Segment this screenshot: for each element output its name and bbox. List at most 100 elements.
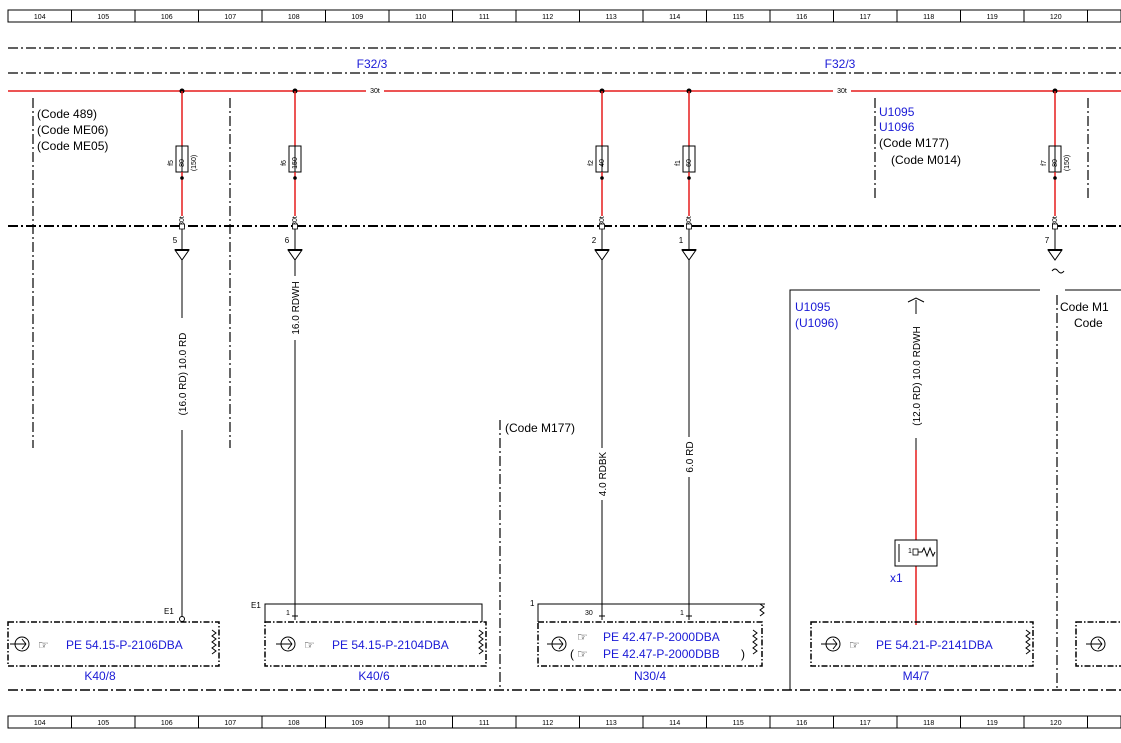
ruler-cell-label: 115 xyxy=(733,14,744,21)
connector-label: E1 xyxy=(164,607,174,616)
fuse-rating: 60 xyxy=(686,159,693,167)
ruler-cell-label: 106 xyxy=(161,14,173,21)
ruler-cell-label: 118 xyxy=(923,720,934,727)
component-name: N30/4 xyxy=(634,669,666,683)
x1-label: x1 xyxy=(890,571,903,585)
ruler-cell-label: 106 xyxy=(161,720,173,727)
ruler-cell-label: 105 xyxy=(97,720,109,727)
component-ref: PE 42.47-P-2000DBA xyxy=(603,630,720,644)
ruler-cell-label: 120 xyxy=(1050,720,1062,727)
ruler-cell-label: 104 xyxy=(34,720,46,727)
pin-label: 1 xyxy=(286,610,290,617)
wire-label: 16.0 RDWH xyxy=(291,281,302,334)
fuse-rating: 80 xyxy=(179,159,186,167)
fuse-id: f6 xyxy=(281,160,288,166)
fuse-terminal: 30t xyxy=(292,216,299,226)
ruler-cell-label: 116 xyxy=(796,14,807,21)
fuse-id: f7 xyxy=(1041,160,1048,166)
region-frame xyxy=(789,289,1121,690)
pin-label: 30 xyxy=(585,610,593,617)
component-name: K40/8 xyxy=(84,669,116,683)
fuse-id: f1 xyxy=(675,160,682,166)
connector-label: E1 xyxy=(251,601,261,610)
fuse-pin: 2 xyxy=(592,236,597,245)
ruler-cell-label: 110 xyxy=(415,720,426,727)
fuse-pin: 1 xyxy=(679,236,684,245)
wire-label: 6.0 RD xyxy=(685,441,696,472)
fuse-pin: 7 xyxy=(1045,236,1050,245)
ruler-cell-label: 110 xyxy=(415,14,426,21)
wire-label: 4.0 RDBK xyxy=(598,451,609,496)
ruler-cell-label: 107 xyxy=(224,720,236,727)
ruler-cell-label: 118 xyxy=(923,14,934,21)
ruler-cell-label: 115 xyxy=(733,720,744,727)
component-ref: PE 54.15-P-2106DBA xyxy=(66,638,183,652)
fuse-f2: f2 40 30t 2 xyxy=(588,88,609,245)
ruler-cell-label: 107 xyxy=(224,14,236,21)
pin-label: 1 xyxy=(680,610,684,617)
ruler-cell-label: 120 xyxy=(1050,14,1062,21)
hand-pointer-icon: ☞ xyxy=(577,647,588,661)
ruler-cell-label: 109 xyxy=(351,14,363,21)
ruler-cell-label: 105 xyxy=(97,14,109,21)
code-m177-mid: (Code M177) xyxy=(505,421,575,435)
ruler-cell-label: 117 xyxy=(860,14,871,21)
region-u1095: U1095 xyxy=(795,300,831,314)
code-me05: (Code ME05) xyxy=(37,139,108,153)
ruler-cell-label: 119 xyxy=(987,720,998,727)
component-m4-7[interactable]: ☞ PE 54.21-P-2141DBA M4/7 xyxy=(810,621,1034,683)
connector-x1: 1 x1 xyxy=(890,539,938,585)
ruler-cell-label: 112 xyxy=(542,14,553,21)
component-ref-2: PE 42.47-P-2000DBB xyxy=(603,647,720,661)
ruler-cell-label: 108 xyxy=(288,720,300,727)
ruler-cell-label: 117 xyxy=(860,720,871,727)
connector-label: 1 xyxy=(530,599,535,608)
border-lines xyxy=(8,47,1121,691)
paren-close: ) xyxy=(741,647,745,661)
hand-pointer-icon: ☞ xyxy=(577,630,588,644)
hand-pointer-icon: ☞ xyxy=(849,638,860,652)
fuse-f6: f6 150 30t 6 xyxy=(281,88,302,245)
fuse-pin: 6 xyxy=(285,236,290,245)
ruler-cell-label: 113 xyxy=(606,14,617,21)
fuse-terminal: 30t xyxy=(179,216,186,226)
code-me06: (Code ME06) xyxy=(37,123,108,137)
ruler-cell-label: 116 xyxy=(796,720,807,727)
component-k40-6[interactable]: E1 1 ☞ PE 54.15-P-2104DBA K40/6 xyxy=(251,601,487,683)
fuse-f7: f7 80 (150) 30t 7 xyxy=(1041,88,1071,245)
code-m177: (Code M177) xyxy=(879,136,949,150)
hand-pointer-icon: ☞ xyxy=(38,638,49,652)
fuse-terminal: 30t xyxy=(686,216,693,226)
ruler-cell-label: 114 xyxy=(669,720,680,727)
wire-label: (16.0 RD) 10.0 RD xyxy=(178,333,189,416)
code-u1095: U1095 xyxy=(879,105,915,119)
paren-open: ( xyxy=(570,647,574,661)
component-k40-8[interactable]: E1 ☞ PE 54.15-P-2106DBA K40/8 xyxy=(7,592,220,683)
fuse-id: f5 xyxy=(168,160,175,166)
component-partial-right xyxy=(1075,621,1121,667)
fuse-id: f2 xyxy=(588,160,595,166)
ruler-cell-label: 104 xyxy=(34,14,46,21)
fuse-alt-rating: (150) xyxy=(1064,155,1071,171)
bus-label-left: F32/3 xyxy=(357,57,388,71)
fuse-alt-rating: (150) xyxy=(191,155,198,171)
fuse-f1: f1 60 30t 1 xyxy=(675,88,696,245)
fuse-rating: 150 xyxy=(292,157,299,169)
ruler-cell-label: 108 xyxy=(288,14,300,21)
ruler-cell-label: 112 xyxy=(542,720,553,727)
ruler-cell-label: 109 xyxy=(351,720,363,727)
ruler-cell-label: 119 xyxy=(987,14,998,21)
component-name: K40/6 xyxy=(358,669,390,683)
fuse-terminal: 30t xyxy=(1052,216,1059,226)
fuse-terminal: 30t xyxy=(599,216,606,226)
component-n30-4[interactable]: 1 30 1 ☞ PE 42.47-P-2000DBA ( ☞ PE 42.47… xyxy=(530,599,765,683)
wire-label: (12.0 RD) 10.0 RDWH xyxy=(912,326,923,425)
component-ref: PE 54.21-P-2141DBA xyxy=(876,638,993,652)
bus-label-right: F32/3 xyxy=(825,57,856,71)
code-u1096: U1096 xyxy=(879,120,915,134)
ruler-cell-label: 111 xyxy=(479,14,490,21)
hand-pointer-icon: ☞ xyxy=(304,638,315,652)
